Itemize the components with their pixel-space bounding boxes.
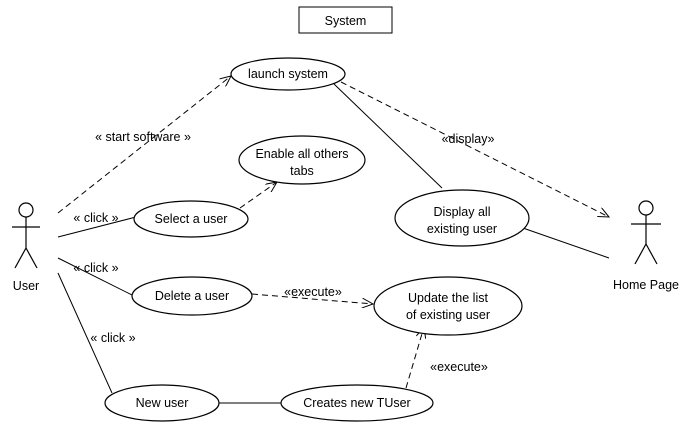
start-software-label: « start software »: [95, 130, 191, 144]
select-enable-dependency: [239, 182, 277, 209]
use-case-update-list[interactable]: Update the list of existing user: [373, 276, 523, 336]
connectors: [57, 76, 609, 404]
actor-home-page-label: Home Page: [613, 278, 679, 292]
launch-display-association: [333, 83, 443, 189]
enable-tabs-label-line2: tabs: [290, 164, 314, 178]
system-label: System: [325, 14, 367, 28]
display-dependency: [340, 81, 609, 217]
select-user-label: Select a user: [155, 212, 228, 226]
click-delete-label: « click »: [73, 261, 118, 275]
click-select-label: « click »: [73, 211, 118, 225]
execute-delete-label: «execute»: [284, 285, 342, 299]
start-software-dependency: [57, 76, 231, 214]
display-label: «display»: [442, 132, 495, 146]
edge-labels: « start software » « click » « click » «…: [73, 130, 494, 374]
enable-tabs-label-line1: Enable all others: [255, 147, 348, 161]
user-select-association: [57, 216, 137, 238]
actor-user[interactable]: User: [12, 202, 40, 293]
delete-user-label: Delete a user: [155, 289, 229, 303]
click-new-label: « click »: [90, 331, 135, 345]
use-case-display-users[interactable]: Display all existing user: [394, 189, 530, 247]
use-case-select-user[interactable]: Select a user: [133, 200, 249, 238]
update-list-label-line2: of existing user: [406, 308, 490, 322]
delete-update-dependency: [251, 293, 373, 304]
creates-update-dependency: [405, 327, 424, 389]
stick-figure-icon: [12, 202, 40, 269]
actor-home-page[interactable]: Home Page: [613, 200, 679, 292]
user-delete-association: [57, 257, 137, 298]
display-users-label-line1: Display all: [434, 205, 491, 219]
launch-system-label: launch system: [248, 67, 328, 81]
update-list-label-line1: Update the list: [408, 291, 488, 305]
user-newuser-association: [57, 272, 113, 394]
actor-user-label: User: [13, 279, 39, 293]
use-case-delete-user[interactable]: Delete a user: [131, 276, 253, 316]
display-users-label-line2: existing user: [427, 222, 497, 236]
use-case-creates-tuser[interactable]: Creates new TUser: [280, 384, 434, 422]
execute-create-label: «execute»: [430, 360, 488, 374]
use-case-new-user[interactable]: New user: [104, 384, 220, 422]
new-user-label: New user: [136, 396, 189, 410]
system-box: System: [298, 6, 393, 34]
stick-figure-icon: [631, 200, 661, 265]
creates-tuser-label: Creates new TUser: [303, 396, 410, 410]
use-case-launch-system[interactable]: launch system: [230, 57, 346, 91]
use-case-enable-tabs[interactable]: Enable all others tabs: [238, 135, 366, 185]
